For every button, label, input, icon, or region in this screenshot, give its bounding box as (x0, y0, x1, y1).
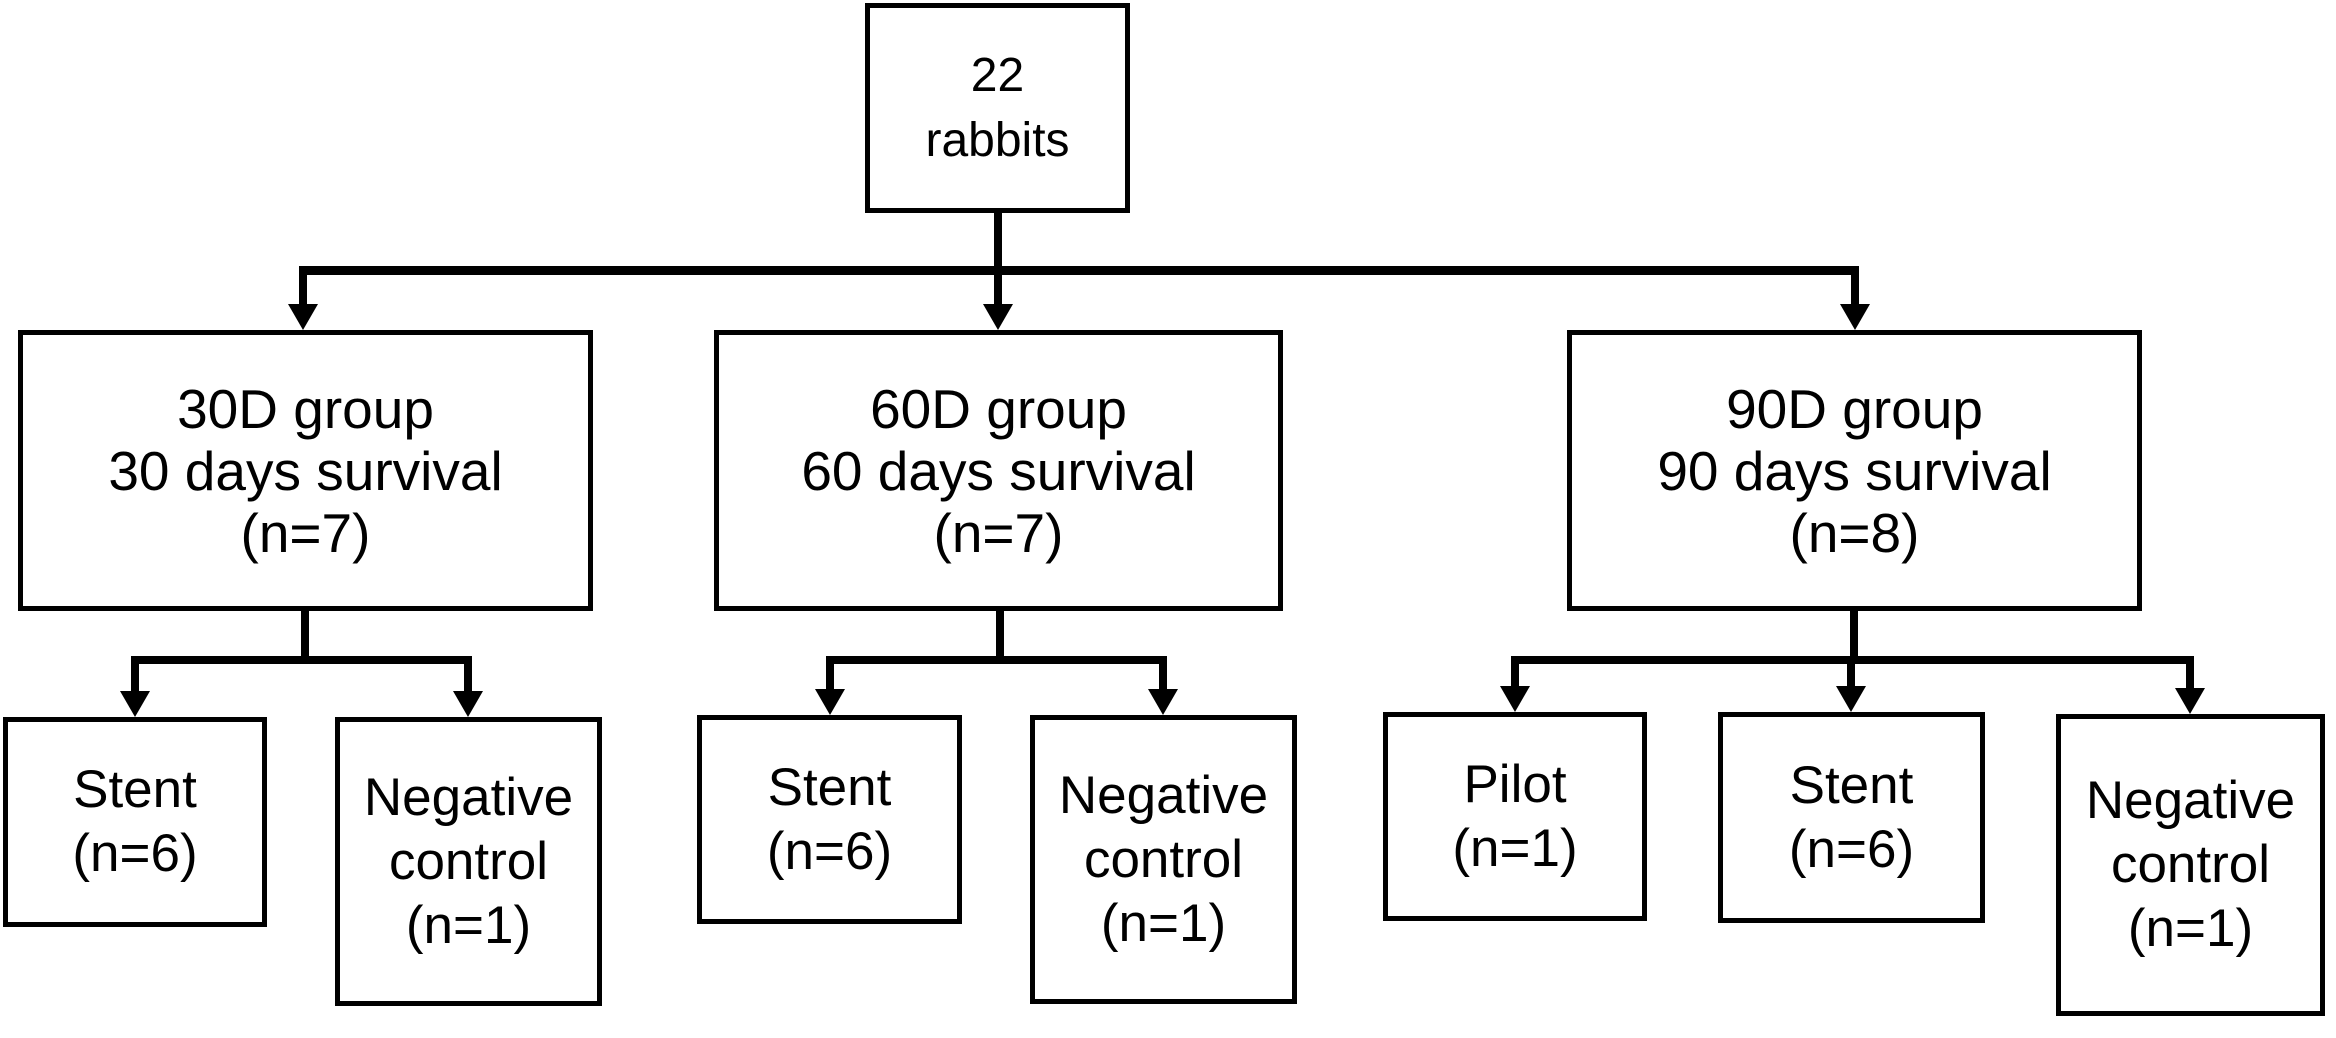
node-label-line: (n=7) (933, 501, 1064, 564)
node-label-line: (n=7) (240, 501, 371, 564)
arrow-down-icon (815, 689, 845, 715)
connector-60d-bar (826, 656, 1167, 664)
node-label-line: control (388, 831, 549, 891)
connector-shaft-to-group-90d (1851, 266, 1859, 310)
connector-30d-stem (301, 608, 309, 664)
node-label-line: (n=6) (1788, 819, 1915, 879)
node-label-line: Negative (2085, 771, 2296, 830)
connector-shaft-to-30d-stent (131, 656, 139, 696)
node-label-line: Pilot (1463, 754, 1567, 814)
node-30d-negative-control: Negative control (n=1) (335, 717, 602, 1006)
arrow-down-icon (1500, 686, 1530, 712)
node-group-60d: 60D group 60 days survival (n=7) (714, 330, 1283, 611)
node-label-line: (n=1) (1100, 893, 1227, 953)
node-label-line: (n=6) (72, 824, 198, 883)
node-label-line: 30 days survival (108, 439, 503, 502)
connector-root-stem (994, 211, 1002, 271)
arrow-down-icon (1836, 686, 1866, 712)
node-label-line: control (2110, 835, 2271, 894)
connector-shaft-to-90d-negative-control (2186, 656, 2194, 692)
connector-90d-stem (1850, 608, 1858, 664)
node-label-line: 60 days survival (801, 439, 1196, 502)
arrow-down-icon (1148, 689, 1178, 715)
node-label-line: control (1083, 829, 1244, 889)
node-label-line: 90D group (1726, 377, 1983, 440)
node-rabbits-total: 22 rabbits (865, 3, 1130, 213)
node-group-30d: 30D group 30 days survival (n=7) (18, 330, 593, 611)
node-label-line: (n=1) (405, 895, 532, 955)
node-label-line: Stent (1789, 755, 1914, 815)
node-label-line: Stent (73, 760, 197, 819)
node-label-line: rabbits (925, 114, 1070, 167)
connector-shaft-to-group-60d (994, 266, 1002, 310)
node-label-line: 90 days survival (1657, 439, 2052, 502)
node-label-line: (n=8) (1789, 501, 1920, 564)
arrow-down-icon (2175, 688, 2205, 714)
node-group-90d: 90D group 90 days survival (n=8) (1567, 330, 2142, 611)
node-30d-stent: Stent (n=6) (3, 717, 267, 927)
node-label-line: Negative (363, 767, 574, 827)
arrow-down-icon (120, 691, 150, 717)
connector-60d-stem (996, 608, 1004, 664)
node-label-line: Negative (1058, 765, 1269, 825)
node-label-line: (n=6) (766, 821, 893, 881)
connector-30d-bar (131, 656, 472, 664)
arrow-down-icon (983, 304, 1013, 330)
arrow-down-icon (288, 304, 318, 330)
node-label-line: 60D group (870, 377, 1127, 440)
connector-shaft-to-60d-stent (826, 656, 834, 694)
arrow-down-icon (1840, 304, 1870, 330)
connector-shaft-to-90d-stent (1847, 656, 1855, 692)
arrow-down-icon (453, 691, 483, 717)
node-90d-pilot: Pilot (n=1) (1383, 712, 1647, 921)
connector-shaft-to-60d-negative-control (1159, 656, 1167, 694)
node-label-line: Stent (767, 757, 892, 817)
node-60d-stent: Stent (n=6) (697, 715, 962, 924)
node-label-line: (n=1) (1452, 818, 1578, 878)
node-label-line: 22 (970, 49, 1025, 102)
connector-shaft-to-90d-pilot (1511, 656, 1519, 692)
node-90d-stent: Stent (n=6) (1718, 712, 1985, 923)
node-90d-negative-control: Negative control (n=1) (2056, 714, 2325, 1016)
node-label-line: 30D group (177, 377, 434, 440)
node-label-line: (n=1) (2127, 899, 2254, 958)
connector-shaft-to-group-30d (299, 266, 307, 310)
node-60d-negative-control: Negative control (n=1) (1030, 715, 1297, 1004)
connector-shaft-to-30d-negative-control (464, 656, 472, 696)
connector-root-bar (299, 266, 1859, 275)
